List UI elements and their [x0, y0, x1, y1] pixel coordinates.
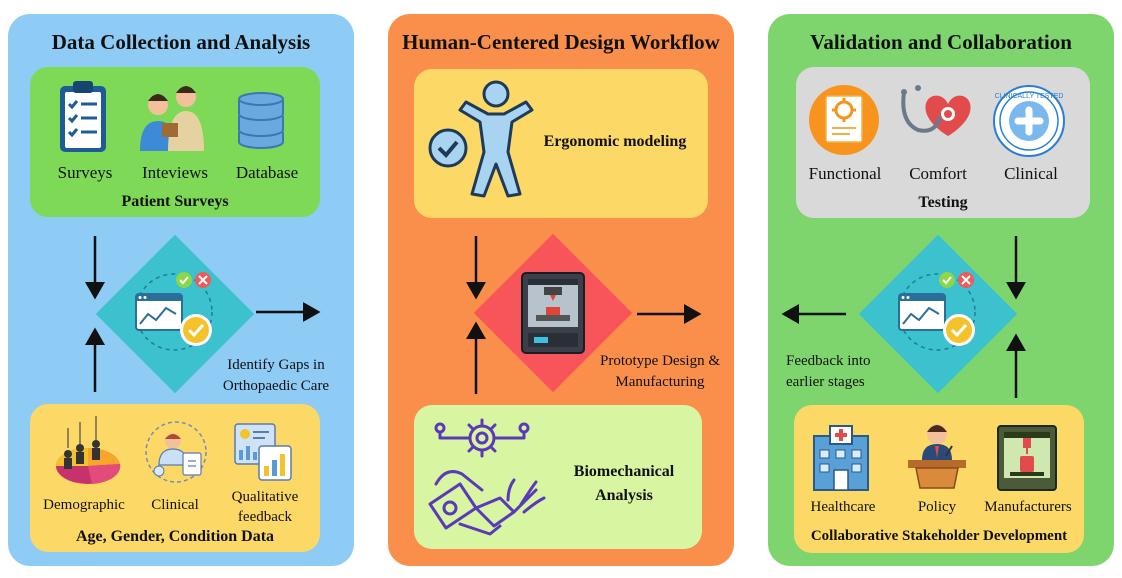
functional-label: Functional	[808, 164, 882, 183]
clinical-label: Clinical	[1004, 164, 1058, 183]
interviews-label: Inteviews	[141, 163, 209, 182]
clinical-profile-icon	[145, 421, 207, 483]
panel-title: Data Collection and Analysis	[51, 30, 311, 54]
policy-speaker-icon	[908, 424, 966, 489]
stakeholder-caption: Collaborative Stakeholder Development	[810, 528, 1068, 544]
biomechanical-analysis-caption: Biomechanical Analysis	[573, 463, 675, 504]
surveys-label: Surveys	[57, 163, 113, 182]
comfort-label: Comfort	[909, 164, 967, 183]
feedback-label: Feedback into earlier stages	[786, 353, 871, 390]
manufacturing-printer-icon	[997, 425, 1057, 491]
policy-label: Policy	[917, 499, 957, 515]
interview-people-icon	[140, 86, 204, 151]
patient-surveys-caption: Patient Surveys	[121, 193, 229, 210]
demographic-pie-icon	[56, 416, 121, 484]
database-label: Database	[235, 163, 299, 182]
clipboard-survey-icon	[60, 81, 106, 152]
dashboard-check-icon	[135, 272, 213, 351]
testing-caption: Testing	[918, 194, 968, 211]
prototype-design-label: Prototype Design & Manufacturing	[600, 353, 720, 390]
ergonomic-modeling-caption: Ergonomic modeling	[543, 133, 687, 150]
3d-printer-icon	[521, 272, 585, 354]
panel-title: Human-Centered Design Workflow	[402, 30, 720, 54]
condition-data-caption: Age, Gender, Condition Data	[75, 528, 275, 545]
dashboard-check-icon	[898, 272, 976, 351]
hospital-building-icon	[813, 425, 869, 491]
qualitative-feedback-label: Qualitative feedback	[231, 489, 299, 525]
database-icon	[238, 92, 284, 149]
manufacturers-label: Manufacturers	[984, 499, 1072, 515]
functional-gear-icon	[809, 85, 879, 155]
identify-gaps-label: Identify Gaps in Orthopaedic Care	[222, 357, 330, 394]
clinically-tested-badge-icon: CLINICALLY TESTED	[993, 85, 1065, 157]
qualitative-report-icon	[234, 423, 292, 481]
clinical-data-label: Clinical	[151, 497, 199, 513]
robotic-arm-gear-icon	[428, 418, 546, 536]
demographic-label: Demographic	[43, 497, 125, 513]
comfort-stethoscope-heart-icon	[901, 85, 971, 136]
panel-title: Validation and Collaboration	[810, 30, 1072, 54]
healthcare-label: Healthcare	[810, 499, 876, 515]
ergonomic-figure-icon	[428, 80, 534, 198]
badge-text: CLINICALLY TESTED	[995, 93, 1064, 100]
